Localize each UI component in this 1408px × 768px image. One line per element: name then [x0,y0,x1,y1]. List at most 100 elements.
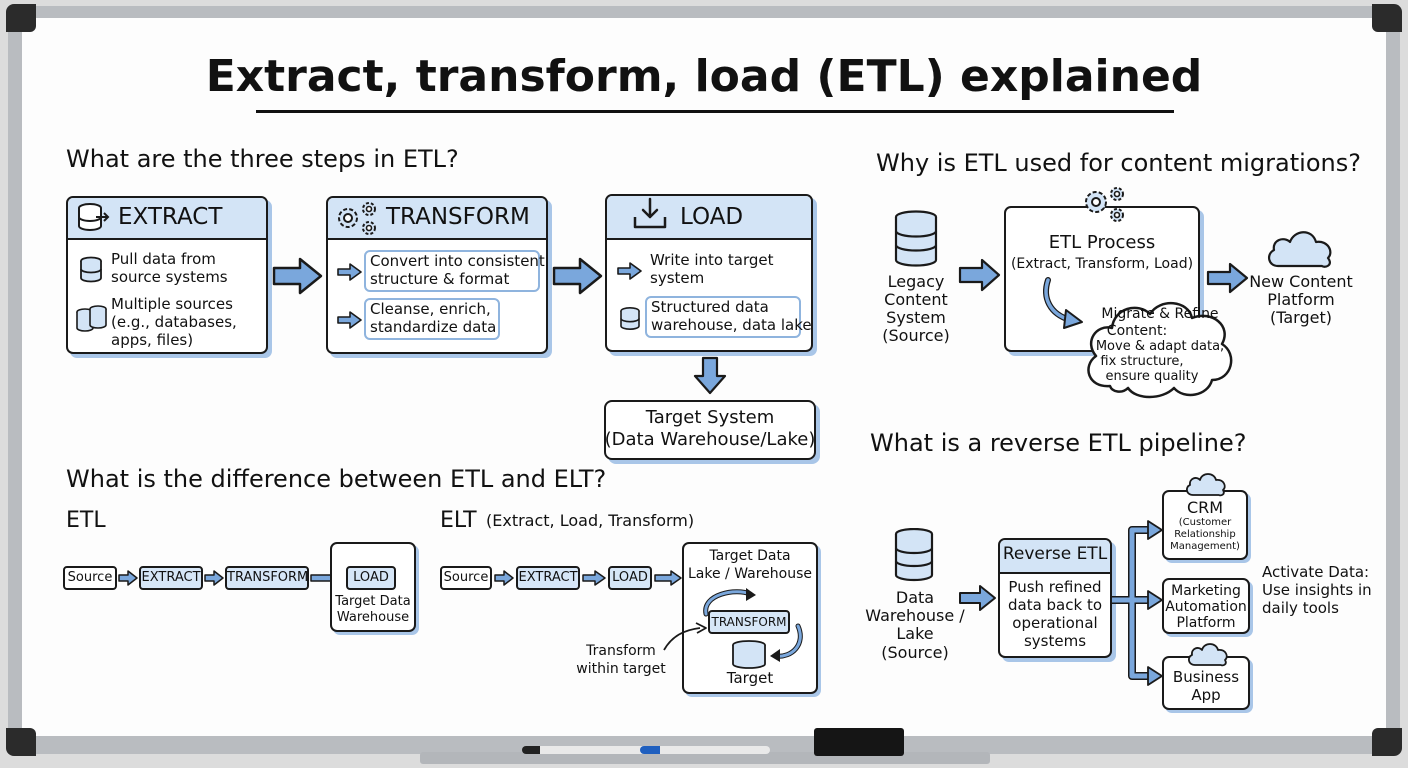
etl-flow-extract: EXTRACT [139,566,203,590]
cloud-line2: Content: [1106,323,1168,339]
database-icon [894,210,938,267]
elt-flow-source: Source [440,566,492,590]
elt-flow-extract: EXTRACT [516,566,580,590]
elt-note-line1: Transform [586,643,656,659]
arrow-right-icon [959,585,996,611]
pointer-arrow-icon [663,622,707,651]
load-item1-line1: Write into target [650,251,774,269]
corner-tr [1372,4,1402,32]
elt-box-title-line2: Lake / Warehouse [687,566,813,582]
target-system-line1: Target System [645,407,775,428]
reverse-body-line4: systems [1023,632,1087,650]
cloud-icon [1087,301,1233,399]
arrow-right-icon [272,257,323,295]
crm-sub-line2: Relationship [1174,529,1236,540]
crm-sub-line1: (Customer [1178,517,1232,528]
arrow-right-icon [118,570,138,586]
database-stack-icon [76,305,107,332]
load-header [607,196,811,240]
elt-label: ELT [440,508,477,533]
reverse-etl-title: Reverse ETL [1002,544,1108,564]
arrow-right-icon [204,570,224,586]
arrow-right-icon [494,570,514,586]
crm-sub-line3: Management) [1170,541,1240,552]
transform-item1-box [364,250,540,292]
transform-item2-box [364,298,500,340]
database-icon [80,256,102,283]
load-item2-line1: Structured data [651,298,769,316]
legacy-line3: System [886,308,946,327]
title-underline [256,110,1174,113]
transform-item2-line1: Cleanse, enrich, [370,300,491,318]
reverse-body-line2: data back to [1007,596,1103,614]
arrow-right-icon [337,311,362,329]
etl-label: ETL [66,508,106,533]
cloud-icon [1268,231,1332,268]
extract-item1-line2: source systems [111,268,228,286]
reverse-etl-box [998,538,1112,658]
legacy-line1: Legacy [887,272,945,291]
corner-br [1372,728,1402,756]
marketing-line1: Marketing [1171,583,1241,599]
elt-box-title-line1: Target Data [709,548,791,564]
page-title: Extract, transform, load (ETL) explained [205,51,1203,102]
cloud-line5: ensure quality [1105,369,1199,384]
etl-target-line1: Target Data [335,594,411,609]
reverse-body-line1: Push refined [1008,578,1102,596]
database-icon [78,203,110,231]
steps-heading: What are the three steps in ETL? [66,145,459,173]
arrow-right-icon [654,570,682,586]
reverse-source-line1: Data [895,588,935,607]
marketing-line3: Platform [1176,615,1236,631]
arrow-right-icon [582,570,606,586]
extract-item2-line1: Multiple sources [111,295,233,313]
corner-bl [6,728,36,756]
etl-target-line2: Warehouse [336,610,410,625]
database-icon [894,528,934,582]
curved-arrow-icon [1043,277,1083,329]
reverse-source-line4: (Source) [881,643,949,662]
marker-black [522,746,650,754]
arrow-right-icon [958,258,1001,292]
reverse-source-line2: Warehouse / [865,606,965,625]
elt-transform-pill: TRANSFORM [708,610,790,634]
reverse-body-line3: operational [1012,614,1098,632]
extract-item2-line3: apps, files) [111,331,194,349]
cycle-arrows-icon [703,588,803,662]
cloud-line4: fix structure, [1100,354,1184,369]
etl-flow-transform: TRANSFORM [225,566,309,590]
business-line2: App [1191,686,1221,704]
activate-line1: Activate Data: [1262,563,1370,581]
download-icon [633,197,667,229]
etl-flow-source: Source [63,566,117,590]
crm-box [1162,490,1248,560]
arrow-right-icon [617,262,642,280]
cloud-line1: Migrate & Refine [1101,306,1219,322]
extract-item1-line1: Pull data from [111,250,216,268]
transform-item1-line2: structure & format [370,270,510,288]
gears-icon [338,202,376,235]
arrow-right-icon [1206,262,1249,294]
marketing-line2: Automation [1165,599,1247,615]
cloud-icon [1186,473,1226,497]
load-item1-line2: system [650,269,705,287]
cloud-icon [1188,643,1228,667]
transform-title: TRANSFORM [386,204,530,230]
activate-line3: daily tools [1262,599,1339,617]
transform-item2-line2: standardize data [370,318,497,336]
business-line1: Business [1172,668,1240,686]
arrow-right-icon [337,263,362,281]
etl-process-subtitle: (Extract, Transform, Load) [1010,256,1194,272]
arrow-down-icon [693,356,727,395]
new-platform-line1: New Content [1249,272,1353,291]
extract-title: EXTRACT [118,204,223,230]
load-item2-box [645,296,801,338]
eraser [814,728,904,756]
reverse-source-line3: Lake [896,624,934,643]
marker-blue [640,746,770,754]
new-platform-line2: Platform [1267,290,1335,309]
corner-tl [6,4,36,32]
reverse-etl-header [1000,540,1110,574]
extract-item2-line2: (e.g., databases, [111,313,237,331]
